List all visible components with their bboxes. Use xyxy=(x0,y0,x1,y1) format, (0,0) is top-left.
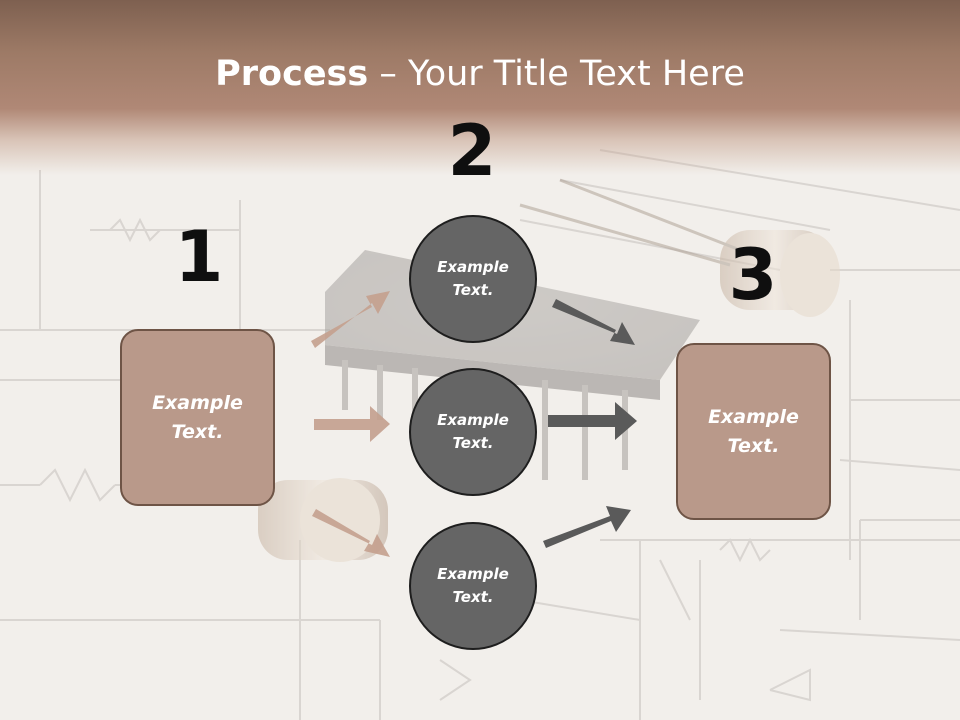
circle-bottom-line-1: Example xyxy=(437,565,509,583)
right-box-line-2: Text. xyxy=(727,434,780,457)
step-number-1: 1 xyxy=(174,216,224,298)
right-box-line-1: Example xyxy=(708,405,799,428)
circle-top-line-2: Text. xyxy=(452,281,494,299)
circle-middle-line-2: Text. xyxy=(452,434,494,452)
circle-top: Example Text. xyxy=(409,215,537,343)
right-text-box: Example Text. xyxy=(676,343,831,520)
circle-top-line-1: Example xyxy=(437,258,509,276)
title-band xyxy=(0,0,960,175)
step-number-3: 3 xyxy=(728,234,778,316)
left-box-line-1: Example xyxy=(152,391,243,414)
left-box-line-2: Text. xyxy=(171,420,224,443)
slide-title: Process – Your Title Text Here xyxy=(0,52,960,96)
circle-middle-line-1: Example xyxy=(437,411,509,429)
circle-middle: Example Text. xyxy=(409,368,537,496)
left-text-box: Example Text. xyxy=(120,329,275,506)
circle-bottom-line-2: Text. xyxy=(452,588,494,606)
title-rest-text: – Your Title Text Here xyxy=(368,54,745,94)
circle-bottom: Example Text. xyxy=(409,522,537,650)
title-bold-text: Process xyxy=(215,54,369,94)
step-number-2: 2 xyxy=(447,110,497,192)
